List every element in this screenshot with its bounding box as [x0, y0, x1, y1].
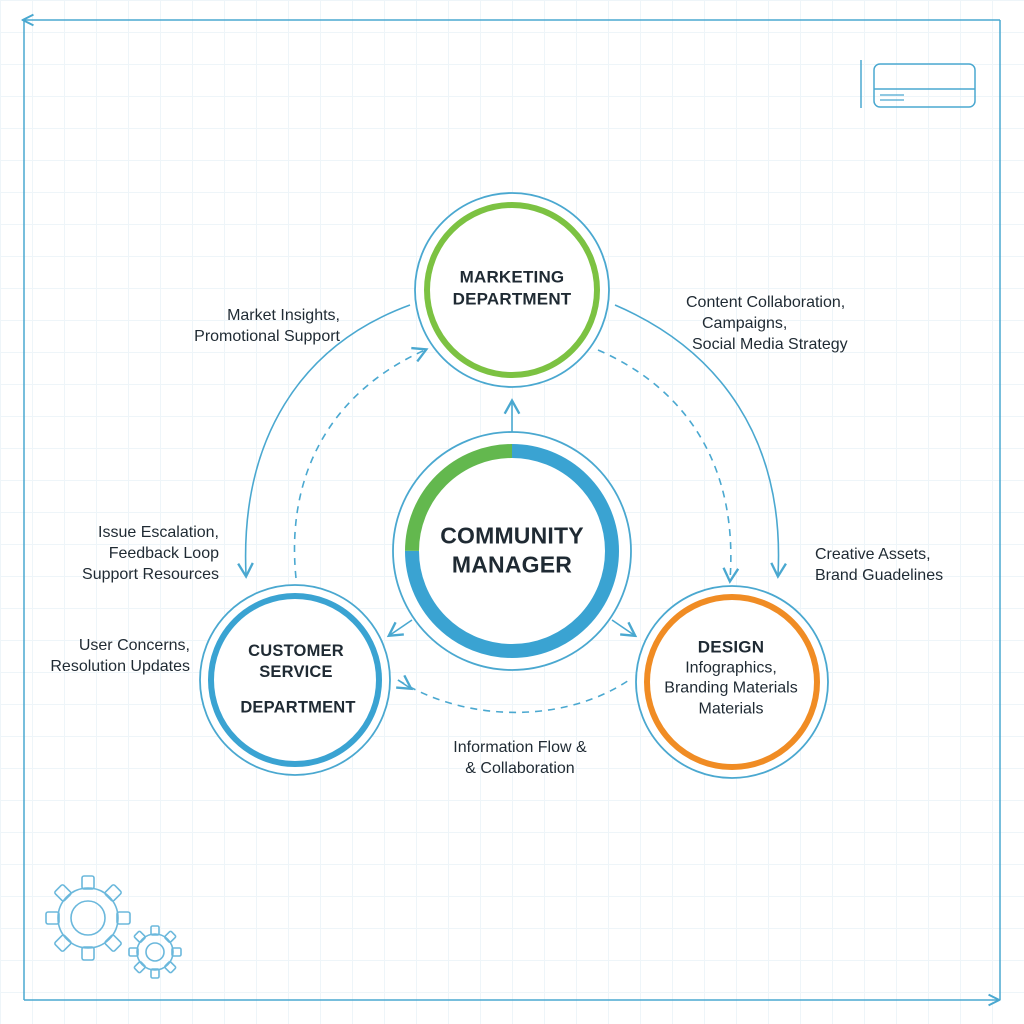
design-line-3: Materials [698, 700, 764, 718]
customer-service-title-line-3: DEPARTMENT [240, 698, 356, 717]
dashed-customer-service-to-design [397, 677, 633, 714]
label-user-line-1: User Concerns, [78, 637, 190, 654]
marketing-title: MARKETING DEPARTMENT [453, 266, 572, 310]
label-issue-line-1: Issue Escalation, [98, 524, 219, 541]
label-user-concerns: User Concerns, Resolution Updates [50, 636, 190, 678]
label-issue-line-2: Feedback Loop [108, 544, 219, 562]
arrow-center-to-customer-service [386, 619, 413, 638]
dashed-arrowhead-left [396, 674, 414, 691]
customer-service-title-line-2: SERVICE [259, 663, 333, 681]
label-info-line-2: & Collaboration [465, 759, 575, 777]
community-manager-node[interactable] [392, 431, 632, 671]
label-user-line-2: Resolution Updates [50, 657, 190, 675]
label-information-flow: Information Flow & & Collaboration [430, 738, 610, 780]
label-market-insights: Market Insights, Promotional Support [194, 306, 340, 348]
design-line-2: Branding Materials [664, 679, 798, 697]
center-title-line-2: MANAGER [451, 552, 573, 578]
card-icon [860, 60, 976, 108]
customer-service-title-line-1: CUSTOMER [248, 641, 344, 660]
label-content-collaboration: Content Collaboration, Campaigns, Social… [686, 293, 876, 355]
label-issue-escalation: Issue Escalation, Feedback Loop Support … [82, 523, 219, 585]
marketing-title-line-1: MARKETING [459, 267, 565, 287]
community-manager-title: COMMUNITY MANAGER [440, 522, 584, 581]
label-creative-line-1: Creative Assets, [815, 546, 931, 563]
gears-icon [45, 875, 182, 979]
dashed-customer-service-to-marketing [293, 346, 429, 579]
design-content: DESIGN Infographics, Branding Materials … [664, 636, 797, 719]
marketing-title-line-2: DEPARTMENT [452, 289, 572, 308]
design-line-1: Infographics, [685, 659, 777, 677]
label-market-line-2: Promotional Support [194, 327, 340, 345]
customer-service-title-line-3-wrap: DEPARTMENT [240, 697, 355, 718]
customer-service-title: CUSTOMER SERVICE [248, 641, 344, 683]
frame-border [24, 20, 1001, 1000]
design-node[interactable] [635, 585, 829, 779]
customer-service-node[interactable] [199, 584, 391, 776]
label-content-line-2: Campaigns, [702, 314, 788, 332]
arrow-marketing-to-customer-service [237, 304, 411, 579]
label-creative-assets: Creative Assets, Brand Guadelines [815, 545, 943, 587]
label-content-line-1: Content Collaboration, [686, 294, 846, 311]
marketing-node[interactable] [414, 192, 610, 388]
arrow-center-to-design [611, 619, 638, 638]
label-creative-line-2: Brand Guadelines [815, 566, 944, 584]
label-issue-line-3: Support Resources [82, 565, 219, 583]
label-info-line-1: Information Flow & [453, 739, 587, 756]
design-title: DESIGN [697, 637, 765, 657]
label-content-line-3: Social Media Strategy [692, 335, 848, 353]
center-title-line-1: COMMUNITY [440, 522, 584, 549]
label-market-line-1: Market Insights, [227, 307, 340, 324]
arrow-marketing-to-design [614, 304, 787, 579]
